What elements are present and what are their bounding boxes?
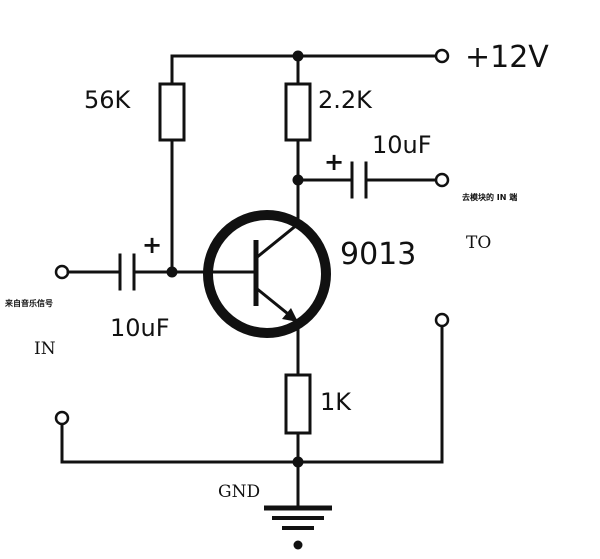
r-base-label: 56K xyxy=(84,86,132,114)
transistor-body xyxy=(203,210,331,338)
c-in-label: 10uF xyxy=(110,314,170,342)
out-to-label: TO xyxy=(466,233,491,253)
output-terminal[interactable] xyxy=(434,172,450,188)
c-out-plus: + xyxy=(324,148,344,176)
emitter-arrow-icon xyxy=(282,308,298,322)
in-note: 来自音乐信号 xyxy=(4,298,53,308)
in-label: IN xyxy=(34,339,56,359)
ground-icon xyxy=(264,505,332,550)
r-emitter-label: 1K xyxy=(320,388,352,416)
supply-terminal[interactable] xyxy=(434,48,450,64)
base-junction xyxy=(166,266,178,278)
transistor-label: 9013 xyxy=(340,237,416,272)
input-terminal[interactable] xyxy=(54,264,70,280)
out-note: 去模块的 IN 端 xyxy=(462,192,517,202)
resistor-56k xyxy=(158,82,186,142)
resistor-2k2 xyxy=(284,82,312,142)
r-collector-label: 2.2K xyxy=(318,86,373,114)
output-ground-terminal[interactable] xyxy=(434,312,450,328)
input-ground-terminal[interactable] xyxy=(54,410,70,426)
c-in-plus: + xyxy=(142,231,162,259)
transistor-collector-lead xyxy=(253,221,301,261)
c-out-label: 10uF xyxy=(372,131,432,159)
resistor-1k xyxy=(284,373,312,435)
supply-label: +12V xyxy=(465,40,549,75)
gnd-label: GND xyxy=(218,482,260,502)
